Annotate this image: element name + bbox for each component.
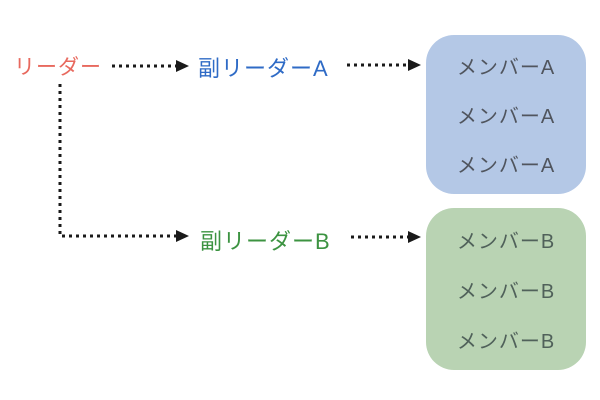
team-a-member: メンバーA — [456, 57, 556, 79]
arrowhead-icon — [408, 231, 421, 243]
arrowhead-icon — [176, 60, 189, 72]
subleader-a-node: 副リーダーA — [198, 56, 329, 81]
team-a-member: メンバーA — [456, 155, 556, 177]
team-a-member: メンバーA — [456, 106, 556, 128]
leader-node: リーダー — [14, 56, 102, 79]
arrow-subleader-b-to-team-b — [351, 231, 421, 243]
team-b-member: メンバーB — [456, 330, 556, 353]
arrow-leader-to-subleader-b — [58, 84, 189, 242]
team-a-group-box: メンバーA メンバーA メンバーA — [426, 35, 586, 194]
arrow-leader-to-subleader-a — [112, 60, 189, 72]
team-b-group-box: メンバーB メンバーB メンバーB — [426, 208, 586, 370]
team-b-member: メンバーB — [456, 280, 556, 303]
arrowhead-icon — [408, 59, 421, 71]
arrow-subleader-a-to-team-a — [347, 59, 421, 71]
arrowhead-icon — [176, 230, 189, 242]
subleader-b-node: 副リーダーB — [200, 229, 331, 254]
team-b-member: メンバーB — [456, 230, 556, 253]
